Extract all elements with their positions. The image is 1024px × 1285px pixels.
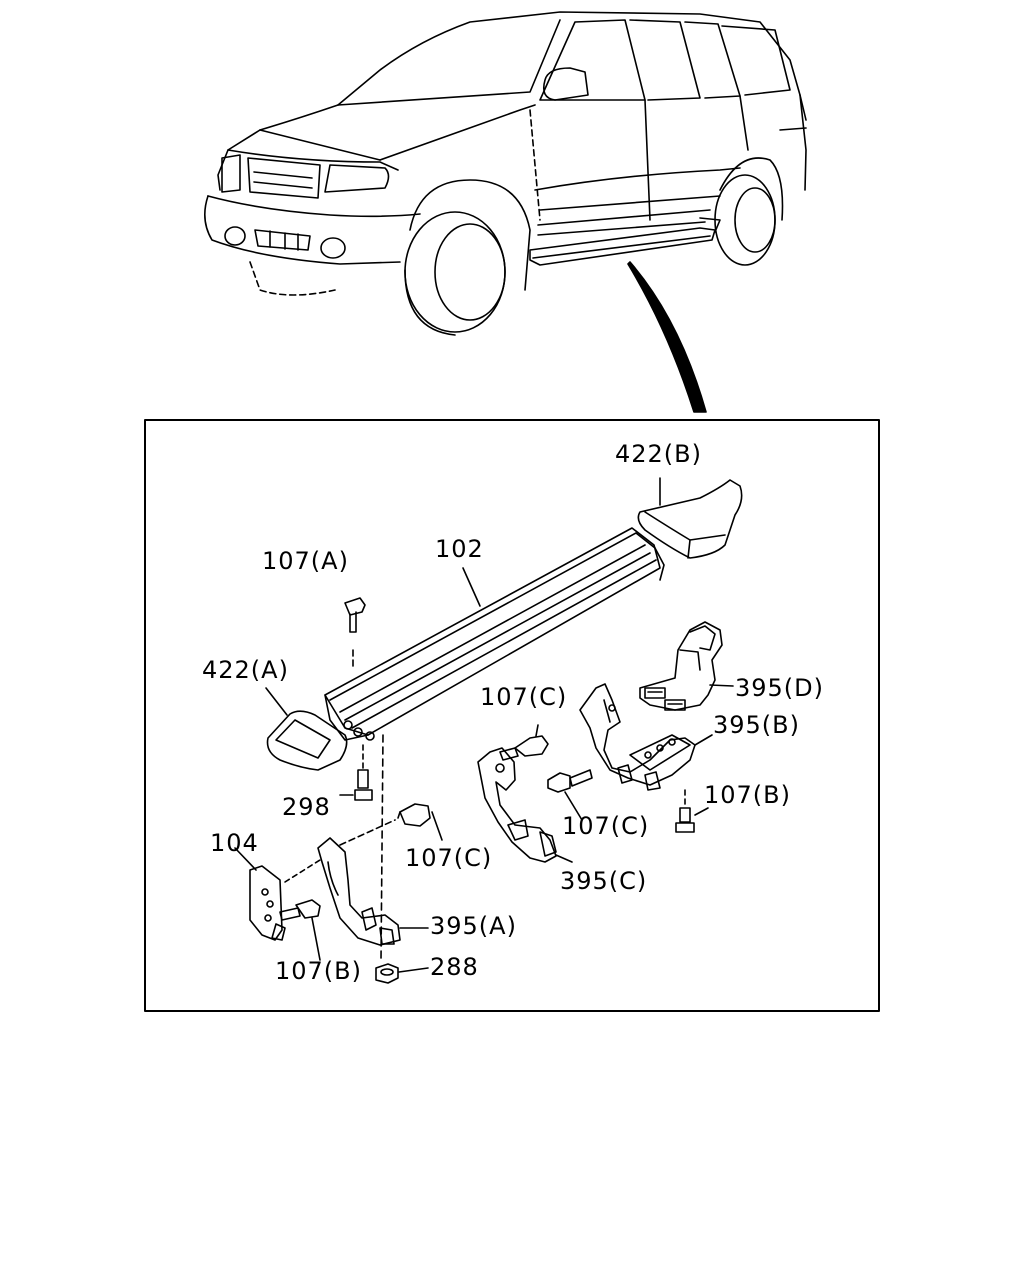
vehicle-illustration bbox=[204, 11, 807, 336]
callout-395b: 395(B) bbox=[713, 711, 800, 739]
bracket-395a-part bbox=[317, 837, 429, 946]
running-board-part bbox=[324, 527, 665, 741]
end-cap-rear-part bbox=[637, 477, 743, 559]
bracket-395b-part bbox=[579, 683, 713, 791]
bolt-107c-mid-part bbox=[547, 769, 593, 821]
detail-frame bbox=[144, 419, 880, 1012]
callout-288: 288 bbox=[430, 953, 479, 981]
end-cap-front-part bbox=[265, 687, 348, 771]
callout-107c-mid: 107(C) bbox=[562, 812, 649, 840]
bracket-395c-part bbox=[477, 747, 573, 863]
bolt-298-part bbox=[339, 744, 373, 801]
callout-395a: 395(A) bbox=[430, 912, 517, 940]
callout-298: 298 bbox=[282, 793, 331, 821]
bolt-107b-right-part bbox=[675, 789, 709, 833]
callout-395d: 395(D) bbox=[735, 674, 824, 702]
callout-107c-left: 107(C) bbox=[405, 844, 492, 872]
bracket-395d-part bbox=[639, 621, 734, 711]
callout-104: 104 bbox=[210, 829, 259, 857]
bolt-107a-part bbox=[344, 597, 366, 671]
callout-107b-right: 107(B) bbox=[704, 781, 791, 809]
bracket-104-part bbox=[234, 847, 321, 941]
detail-pointer bbox=[627, 261, 707, 413]
bolt-107b-left-part bbox=[279, 899, 321, 961]
callout-107c-upper: 107(C) bbox=[480, 683, 567, 711]
bolt-107c-upper-part bbox=[499, 724, 549, 761]
callout-102: 102 bbox=[435, 535, 484, 563]
callout-422a: 422(A) bbox=[202, 656, 289, 684]
nut-288-part bbox=[375, 963, 429, 984]
callout-422b: 422(B) bbox=[615, 440, 702, 468]
callout-107b-left: 107(B) bbox=[275, 957, 362, 985]
callout-107a: 107(A) bbox=[262, 547, 349, 575]
callout-395c: 395(C) bbox=[560, 867, 647, 895]
bolt-107c-left-part bbox=[339, 803, 443, 846]
